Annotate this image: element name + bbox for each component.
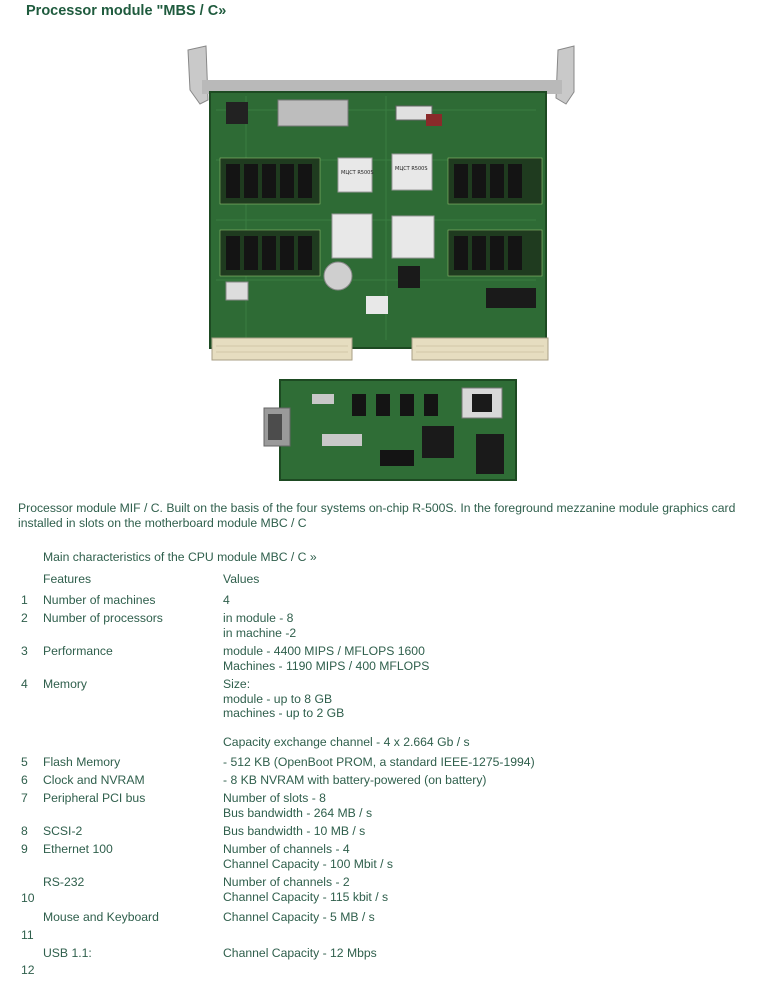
row-value: - 8 KB NVRAM with battery-powered (on ba… [223,773,487,787]
row-values: Number of channels - 4 Channel Capacity … [223,842,393,871]
row-values: in module - 8 in machine -2 [223,611,296,640]
row-values: Number of slots - 8 Bus bandwidth - 264 … [223,791,372,820]
mezzanine-card-photo [263,379,517,481]
processor-board-photo: МЦСТ R500S МЦСТ R500S [187,45,575,361]
row-values: Size: module - up to 8 GB machines - up … [223,677,470,750]
row-number: 7 [21,791,28,805]
row-feature: Performance [43,644,113,658]
row-value: Number of slots - 8 [223,791,326,805]
photo-caption: Processor module MIF / C. Built on the b… [18,501,736,530]
row-values: Channel Capacity - 12 Mbps [223,946,377,961]
table-title: Main characteristics of the CPU module M… [43,550,317,564]
column-header-features: Features [43,572,92,586]
row-feature: Mouse and Keyboard [43,910,159,924]
row-number: 4 [21,677,28,691]
row-value: module - 4400 MIPS / MFLOPS 1600 [223,644,425,658]
row-value: Channel Capacity - 12 Mbps [223,946,377,960]
row-value: Channel Capacity - 115 kbit / s [223,889,389,904]
row-value: 4 [223,593,230,607]
row-values: Number of channels - 2 Channel Capacity … [223,875,388,904]
row-value: Bus bandwidth - 264 MB / s [223,805,373,820]
page-title: Processor module "MBS / C» [26,3,227,19]
row-values: 4 [223,593,230,608]
row-value-spacer [223,721,470,736]
row-value: Number of channels - 4 [223,842,350,856]
row-values: Channel Capacity - 5 MB / s [223,910,375,925]
row-value: machines - up to 2 GB [223,706,345,720]
row-number: 2 [21,611,28,625]
row-value: Channel Capacity - 100 Mbit / s [223,856,394,871]
row-feature: SCSI-2 [43,824,83,838]
row-feature: USB 1.1: [43,946,92,960]
row-value: - 512 KB (OpenBoot PROM, a standard IEEE… [223,755,535,769]
row-value: module - up to 8 GB [223,691,333,706]
row-values: Bus bandwidth - 10 MB / s [223,824,365,839]
row-values: - 512 KB (OpenBoot PROM, a standard IEEE… [223,755,535,770]
row-feature: Memory [43,677,88,691]
row-number: 12 [21,963,35,977]
row-number: 8 [21,824,28,838]
row-number: 6 [21,773,28,787]
row-value: Bus bandwidth - 10 MB / s [223,824,366,838]
row-value: Channel Capacity - 5 MB / s [223,910,375,924]
chip-label: МЦСТ R500S [341,170,374,176]
row-feature: RS-232 [43,875,85,889]
row-number: 5 [21,755,28,769]
row-feature: Clock and NVRAM [43,773,145,787]
row-value: Capacity exchange channel - 4 x 2.664 Gb… [223,735,470,749]
chip-label: МЦСТ R500S [395,166,428,172]
row-number: 11 [21,928,34,942]
column-header-values: Values [223,572,260,586]
row-value: in module - 8 [223,611,294,625]
row-feature: Number of machines [43,593,156,607]
row-number: 1 [21,593,28,607]
row-value: Machines - 1190 MIPS / 400 MFLOPS [223,658,430,673]
row-feature: Peripheral PCI bus [43,791,146,805]
row-values: - 8 KB NVRAM with battery-powered (on ba… [223,773,486,788]
row-feature: Number of processors [43,611,163,625]
row-number: 10 [21,891,35,905]
row-value: in machine -2 [223,625,297,640]
row-number: 9 [21,842,28,856]
row-feature: Flash Memory [43,755,121,769]
row-value: Number of channels - 2 [223,875,350,889]
row-value: Size: [223,677,251,691]
row-feature: Ethernet 100 [43,842,113,856]
row-number: 3 [21,644,28,658]
row-values: module - 4400 MIPS / MFLOPS 1600 Machine… [223,644,429,673]
